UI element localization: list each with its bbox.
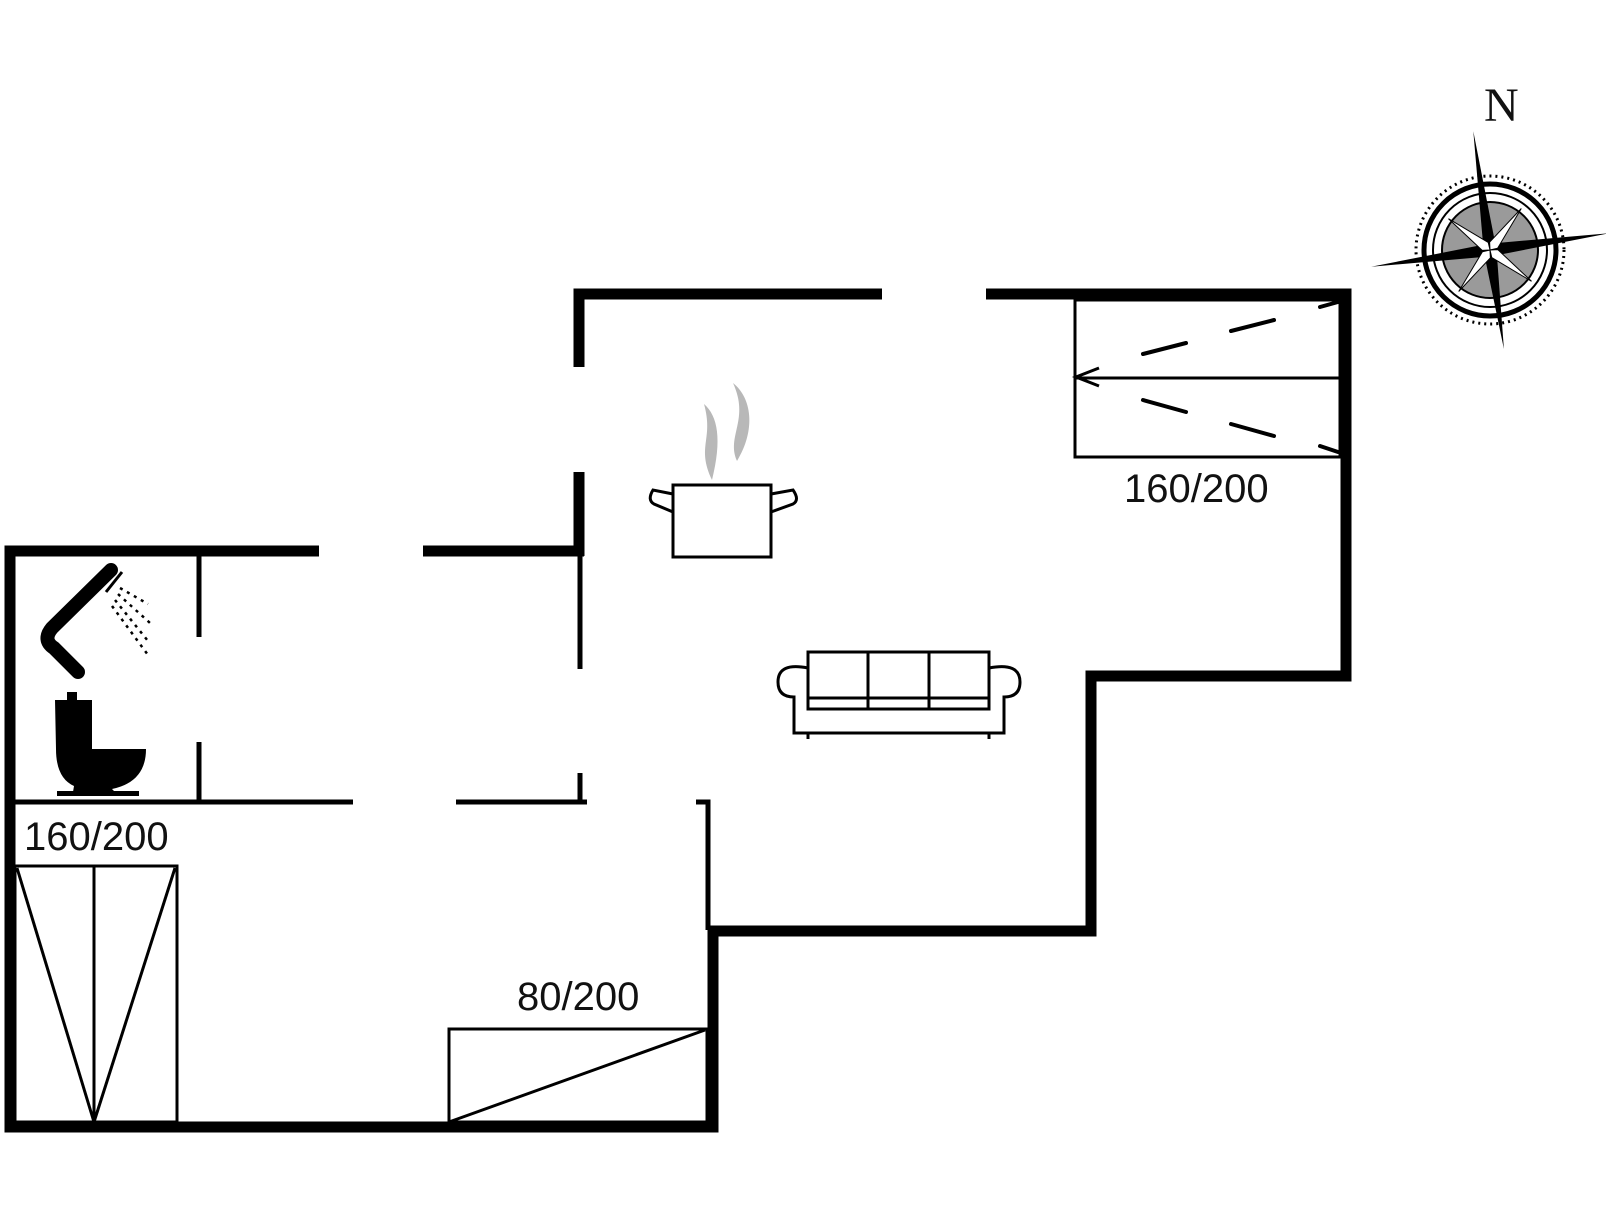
toilet-icon xyxy=(55,692,146,796)
double-bed-icon xyxy=(13,864,179,1124)
sofa-icon xyxy=(776,650,1022,739)
interior-walls xyxy=(14,552,711,930)
north-label: N xyxy=(1484,79,1519,132)
cooking-pot-icon xyxy=(648,383,798,559)
bed-size-label: 160/200 xyxy=(24,815,169,859)
compass-rose-icon xyxy=(1371,131,1606,350)
double-bed-icon xyxy=(1071,298,1342,459)
single-bed-icon xyxy=(447,1027,709,1124)
bed-size-label: 80/200 xyxy=(517,975,639,1019)
wall-top-right-east xyxy=(708,288,1352,937)
shower-icon xyxy=(40,563,151,679)
bed-size-label: 160/200 xyxy=(1124,467,1269,511)
bedroom-wall-east xyxy=(696,799,711,930)
walls xyxy=(4,288,1352,1133)
wall-left-wing xyxy=(4,545,719,1133)
wall-top-left xyxy=(573,288,882,367)
